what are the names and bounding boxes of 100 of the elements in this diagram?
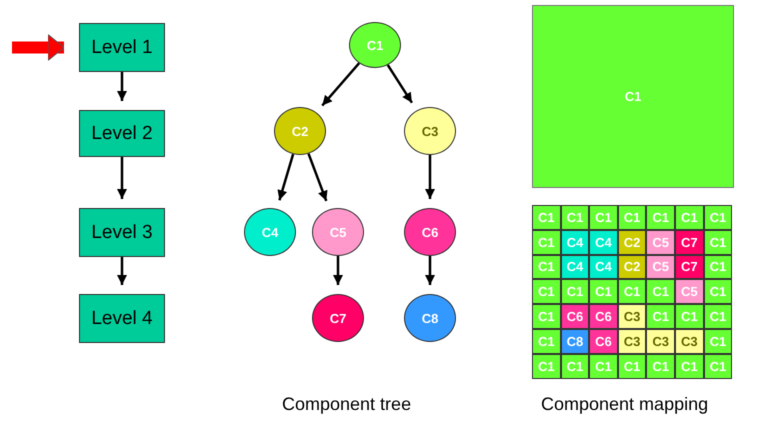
mapping-cell	[589, 230, 618, 255]
node-text: C8	[422, 310, 438, 326]
mapping-cell	[704, 279, 732, 304]
mapping-cell	[646, 279, 675, 304]
mapping-cell	[675, 304, 704, 329]
node-text: C1	[538, 234, 555, 250]
mapping-cell	[589, 304, 618, 329]
node-text: C1	[595, 284, 612, 300]
mapping-cell	[675, 329, 704, 354]
mapping-cell	[618, 304, 646, 329]
mapping-cell	[646, 205, 675, 230]
node-text: C3	[624, 334, 640, 349]
node-text: C1	[652, 284, 669, 300]
node-text: C1	[566, 284, 584, 300]
node-text: C1	[710, 234, 726, 250]
node-text: C5	[652, 259, 669, 274]
node-text: C1	[538, 334, 555, 349]
mapping-cell	[675, 354, 704, 379]
node-text: C6	[422, 224, 438, 240]
node-text: C2	[624, 234, 640, 250]
node-text: C1	[624, 284, 640, 300]
mapping-cell	[704, 205, 732, 230]
node-text: C6	[595, 334, 612, 349]
level-box	[79, 294, 165, 343]
arrow	[117, 157, 127, 199]
node-text: Level 2	[91, 122, 153, 144]
level-box	[79, 23, 165, 72]
component-circle	[312, 208, 364, 256]
node-text: C2	[624, 259, 640, 274]
mapping-cell	[704, 354, 732, 379]
node-text: C1	[566, 358, 584, 374]
mapping-cell	[589, 279, 618, 304]
mapping-cell	[675, 230, 704, 255]
node-text: C1	[710, 358, 726, 374]
node-text: C3	[680, 334, 698, 349]
mapping-cell	[589, 354, 618, 379]
node-text: C1	[710, 259, 726, 274]
arrow	[117, 72, 127, 101]
node-text: C1	[595, 210, 612, 225]
node-text: C4	[595, 234, 612, 250]
node-text: C5	[330, 224, 346, 240]
node-text: C4	[262, 224, 278, 240]
mapping-cell	[560, 354, 590, 379]
node-text: C1	[538, 309, 555, 324]
mapping-cell	[560, 254, 590, 280]
node-text: C3	[624, 309, 640, 324]
node-text: C1	[538, 358, 555, 374]
node-text: C2	[292, 124, 308, 138]
mapping-cell	[532, 205, 561, 230]
mapping-cell	[618, 279, 646, 304]
node-text: C6	[595, 309, 612, 324]
component-circle	[404, 294, 456, 342]
caption-text: Component mapping	[541, 394, 708, 415]
node-text: C1	[366, 38, 384, 52]
node-text: C4	[595, 259, 612, 274]
arrow	[425, 256, 435, 285]
mapping-cell	[618, 354, 646, 379]
node-text: C3	[422, 124, 438, 138]
mapping-cell	[675, 205, 704, 230]
node-text: C1	[538, 210, 555, 225]
level-box	[79, 208, 165, 257]
component-region	[532, 5, 734, 188]
node-text: Level 1	[91, 36, 153, 58]
mapping-cell	[675, 254, 704, 280]
node-text: C1	[538, 284, 555, 300]
node-text: C7	[680, 234, 698, 250]
mapping-cell	[532, 354, 561, 379]
mapping-cell	[646, 230, 675, 255]
node-text: C1	[710, 309, 726, 324]
component-circle	[244, 208, 296, 256]
component-circle	[349, 22, 401, 68]
mapping-cell	[704, 304, 732, 329]
mapping-cell	[704, 230, 732, 255]
component-circle	[274, 107, 326, 155]
mapping-cell	[618, 329, 646, 354]
mapping-cell	[704, 254, 732, 280]
node-text: C5	[680, 284, 698, 300]
mapping-cell	[532, 254, 561, 280]
mapping-cell	[532, 304, 561, 329]
arrow	[333, 256, 343, 285]
node-text: C7	[330, 310, 346, 326]
node-text: C5	[652, 234, 669, 250]
component-circle	[404, 208, 456, 256]
node-text: C1	[710, 334, 726, 349]
node-text: C1	[624, 358, 640, 374]
arrow	[321, 62, 360, 106]
node-text: C1	[624, 210, 640, 225]
mapping-cell	[704, 329, 732, 354]
mapping-cell	[618, 254, 646, 280]
node-text: C1	[595, 358, 612, 374]
mapping-cell	[618, 205, 646, 230]
arrow	[278, 154, 294, 201]
caption-text: Component tree	[282, 394, 412, 415]
node-text: C1	[652, 210, 669, 225]
block-arrow	[12, 34, 64, 61]
arrow	[386, 64, 413, 104]
mapping-cell	[646, 354, 675, 379]
node-text: C1	[624, 89, 642, 104]
mapping-cell	[589, 205, 618, 230]
mapping-cell	[618, 230, 646, 255]
